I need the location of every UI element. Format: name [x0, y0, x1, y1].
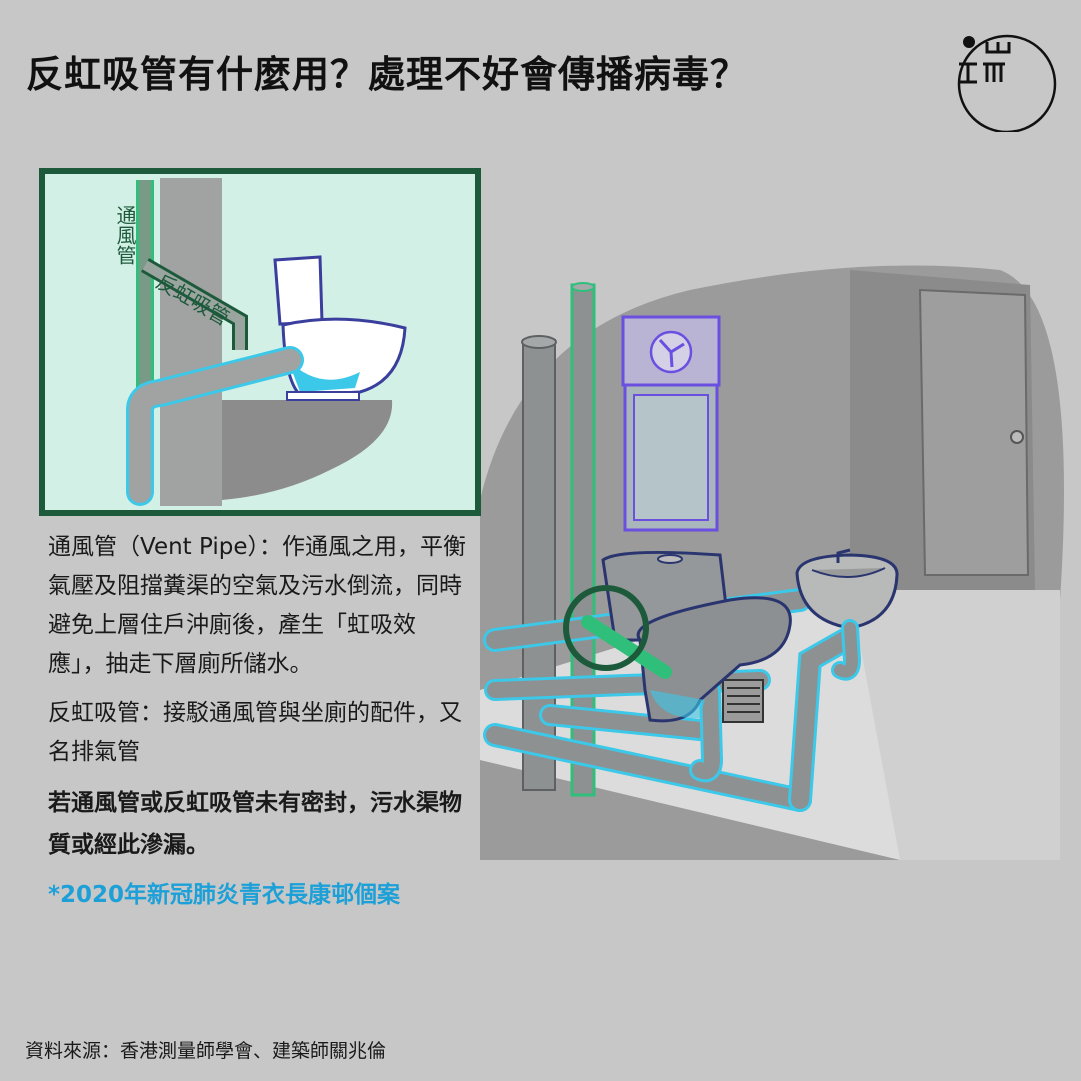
source-credit: 資料來源：香港測量師學會、建築師關兆倫	[25, 1040, 387, 1062]
anti-siphon-description: 反虹吸管：接駁通風管與坐廁的配件，又名排氣管	[48, 700, 462, 765]
inset-label-vent-pipe: 通風管	[113, 205, 137, 265]
highlight-circle	[563, 585, 649, 671]
vent-pipe-description: 通風管（Vent Pipe）：作通風之用，平衡氣壓及阻擋糞渠的空氣及污水倒流，同…	[48, 534, 467, 677]
floor-drain-icon	[722, 679, 764, 723]
case-note: *2020年新冠肺炎青衣長康邨個案	[48, 882, 401, 908]
door-knob-icon	[1010, 430, 1024, 444]
inset-diagram	[39, 168, 481, 516]
leak-warning: 若通風管或反虹吸管未有密封，污水渠物質或經此滲漏。	[48, 790, 462, 858]
anti-siphon-pipe	[581, 615, 672, 679]
page-title: 反虹吸管有什麼用？處理不好會傳播病毒？	[26, 53, 748, 96]
initium-logo-icon	[957, 34, 1057, 132]
description-panel: 通風管（Vent Pipe）：作通風之用，平衡氣壓及阻擋糞渠的空氣及污水倒流，同…	[48, 528, 468, 925]
